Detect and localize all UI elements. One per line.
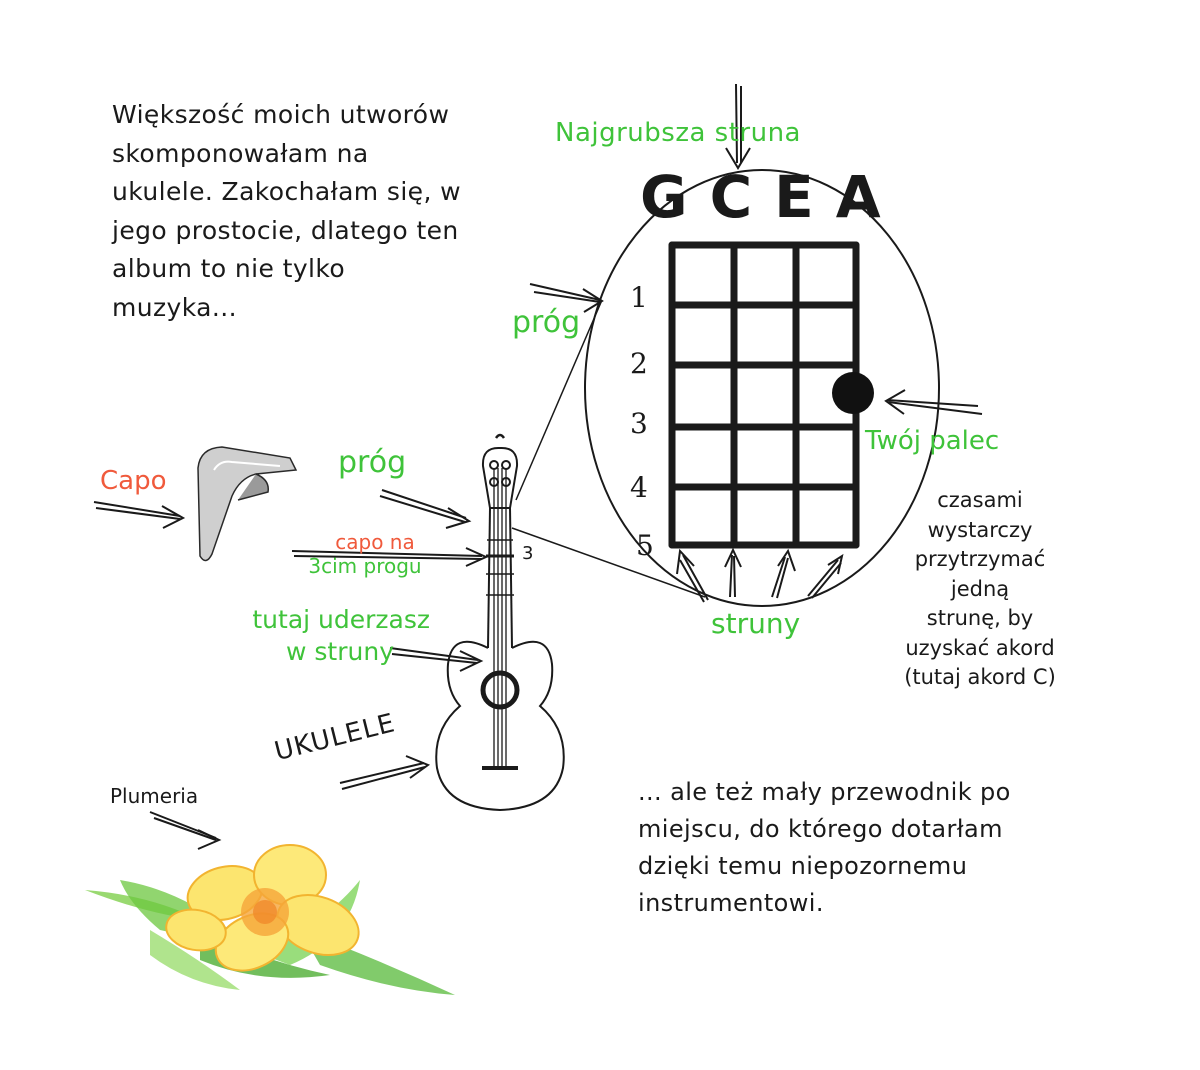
fret-label-zoom: próg (512, 305, 581, 340)
capo-position-label: capo na 3cim progu (290, 530, 440, 578)
intro-line: skomponowałam na (112, 138, 369, 168)
fretboard-grid (668, 241, 860, 549)
ukulele-sound-hole (480, 670, 520, 710)
thickest-string-arrow (725, 83, 751, 170)
outro-line: instrumentowi. (638, 889, 824, 917)
chord-note-line: (tutaj akord C) (904, 665, 1056, 689)
chord-note-line: czasami (937, 488, 1023, 512)
finger-dot (832, 372, 874, 414)
strum-label: tutaj uderzasz w struny (206, 604, 430, 668)
capo-position-arrow (291, 547, 489, 567)
capo-arrow (93, 501, 186, 529)
outro-line: ... ale też mały przewodnik po (638, 778, 1011, 806)
chord-note-line: wystarczy (927, 517, 1033, 542)
zoom-line-top (515, 299, 603, 501)
intro-paragraph: Większość moich utworów skomponowałam na… (112, 96, 461, 327)
thickest-string-label: Najgrubsza struna (555, 118, 801, 148)
intro-line: Większość moich utworów (112, 100, 450, 129)
strum-arrow (389, 647, 484, 672)
capo-fret-number: 3 (522, 543, 534, 564)
intro-line: ukulele. Zakochałam się, w (112, 177, 461, 206)
ukulele-drawing (435, 433, 565, 812)
chord-note-line: strunę, by (926, 606, 1034, 630)
ukulele-label-arrow (339, 755, 431, 790)
fret-label-ukulele: próg (338, 445, 407, 480)
chord-note: czasami wystarczy przytrzymać jedną stru… (860, 486, 1100, 693)
outro-line: miejscu, do którego dotarłam (638, 815, 1003, 843)
zoom-line-bottom (511, 527, 706, 598)
outro-paragraph: ... ale też mały przewodnik po miejscu, … (638, 774, 1011, 922)
outro-line: dzięki temu niepozornemu (638, 852, 968, 880)
chord-note-line: jedną (950, 576, 1010, 601)
strum-line: w struny (286, 637, 394, 666)
fret-number-5: 5 (636, 529, 654, 562)
intro-line: muzyka... (112, 292, 237, 322)
fretboard-zoom-circle (584, 169, 940, 607)
plumeria-label: Plumeria (110, 784, 199, 808)
capo-position-line: capo na (335, 530, 415, 554)
capo-position-line: 3cim progu (308, 554, 422, 578)
chord-note-line: uzyskać akord (905, 635, 1055, 660)
strings-arrows (676, 547, 844, 603)
fret-pointer-arrow (379, 489, 472, 529)
finger-label: Twój palec (865, 426, 1000, 456)
chord-note-line: przytrzymać (914, 547, 1046, 571)
capo-label: Capo (100, 466, 167, 496)
plumeria-arrow (149, 811, 222, 850)
plumeria-illustration (85, 844, 455, 995)
intro-line: album to nie tylko (112, 254, 346, 283)
string-notes-label: GCEA (640, 163, 903, 231)
fret-number-3: 3 (630, 407, 648, 440)
fret-number-4: 4 (630, 471, 648, 504)
strum-line: tutaj uderzasz (252, 605, 430, 634)
capo-device (197, 446, 298, 562)
ukulele-headstock (481, 446, 519, 509)
fret-number-1: 1 (630, 281, 648, 314)
ukulele-body (435, 640, 565, 812)
fret-arrow (529, 283, 604, 313)
intro-line: jego prostocie, dlatego ten (112, 215, 459, 245)
finger-arrow (884, 389, 983, 415)
strings-label: struny (711, 607, 801, 640)
fret-number-2: 2 (630, 347, 648, 380)
